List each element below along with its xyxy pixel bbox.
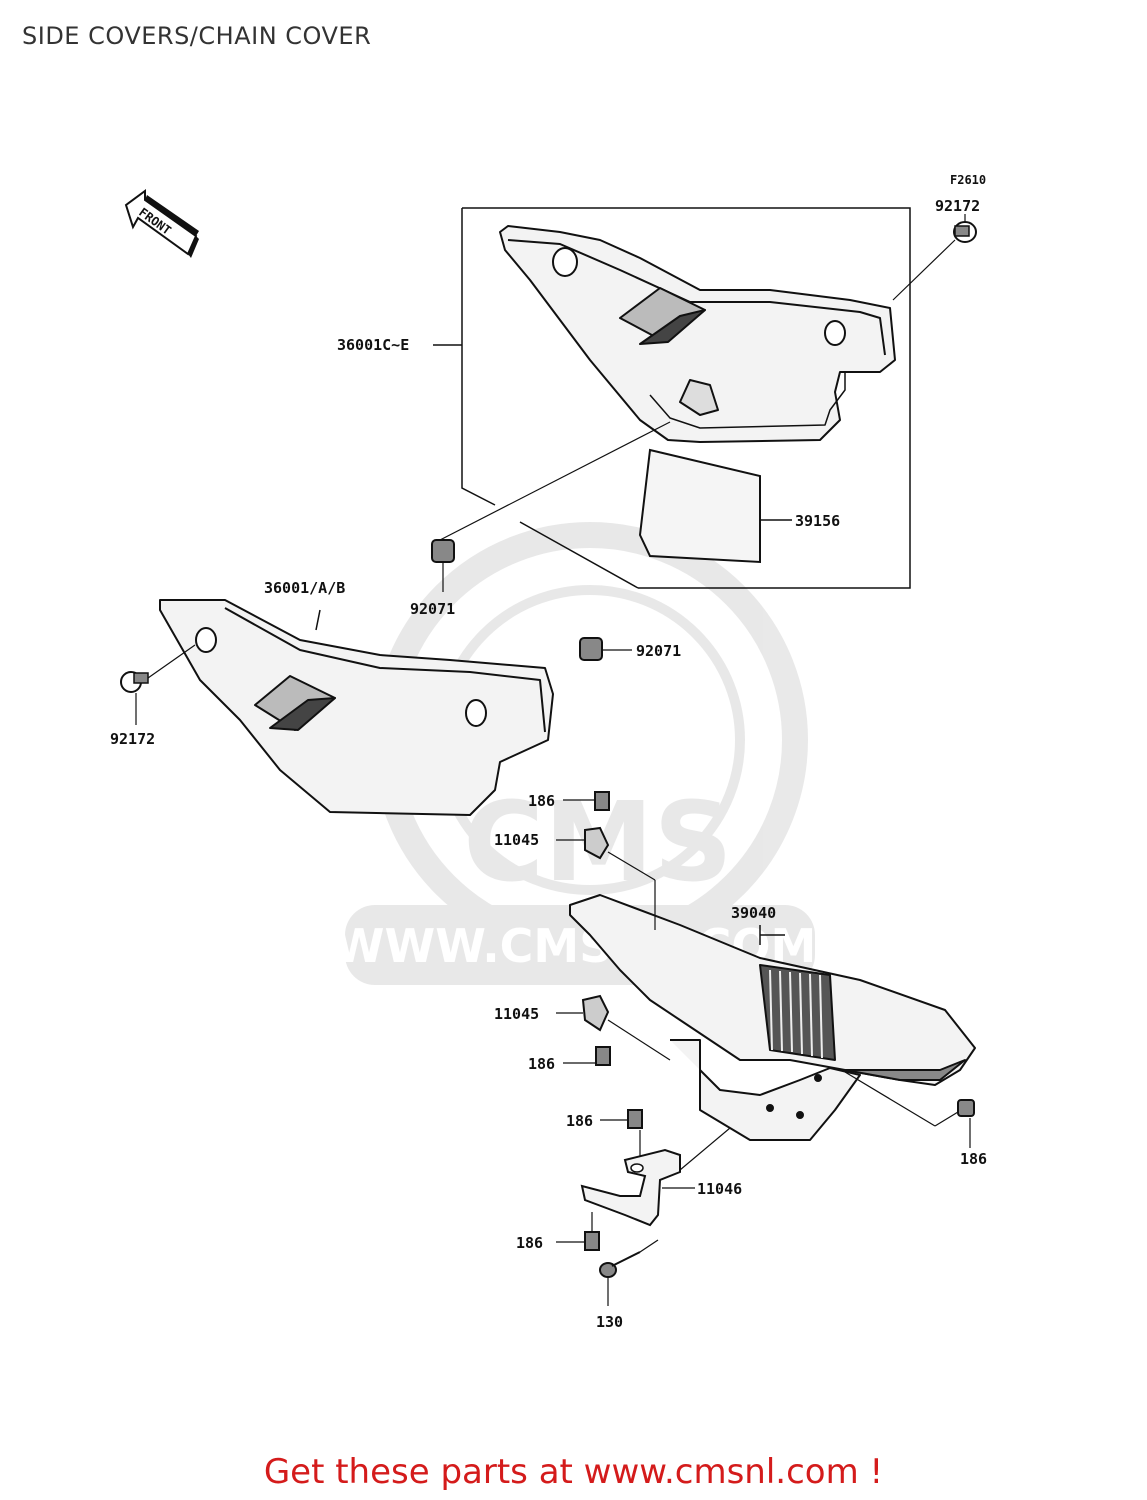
label-186-a: 186 bbox=[528, 792, 555, 810]
emblem-39156 bbox=[638, 448, 792, 564]
bolt-130 bbox=[599, 1239, 659, 1306]
upper-cover-frame bbox=[461, 207, 911, 589]
bolt-186-lower bbox=[556, 1212, 600, 1251]
chain-cover-39040 bbox=[569, 894, 976, 1141]
label-92071-left: 92071 bbox=[410, 600, 455, 618]
label-92172-top: 92172 bbox=[935, 197, 980, 215]
bolt-186-right bbox=[844, 1071, 975, 1148]
label-36001-a-b: 36001/A/B bbox=[264, 579, 345, 597]
label-92172-left: 92172 bbox=[110, 730, 155, 748]
side-cover-lower bbox=[159, 599, 554, 816]
label-39156: 39156 bbox=[795, 512, 840, 530]
label-11045-a: 11045 bbox=[494, 831, 539, 849]
side-cover-upper bbox=[499, 225, 896, 443]
figure-code: F2610 bbox=[950, 173, 986, 187]
label-11046: 11046 bbox=[697, 1180, 742, 1198]
label-186-b: 186 bbox=[528, 1055, 555, 1073]
label-186-d: 186 bbox=[516, 1234, 543, 1252]
label-186-right: 186 bbox=[960, 1150, 987, 1168]
grommet-92071-left bbox=[431, 421, 671, 592]
front-arrow-icon: FRONT bbox=[124, 189, 199, 258]
screw-92172-top bbox=[892, 214, 977, 301]
screw-92172-left bbox=[120, 644, 196, 725]
label-39040: 39040 bbox=[731, 904, 776, 922]
label-11045-b: 11045 bbox=[494, 1005, 539, 1023]
bracket-11046 bbox=[580, 1109, 731, 1227]
label-36001c-e: 36001C~E bbox=[337, 336, 409, 354]
label-186-c: 186 bbox=[566, 1112, 593, 1130]
clamp-11045-upper bbox=[556, 791, 656, 930]
label-130: 130 bbox=[596, 1313, 623, 1331]
clamp-11045-lower bbox=[556, 994, 671, 1066]
label-92071-right: 92071 bbox=[636, 642, 681, 660]
footer-link[interactable]: Get these parts at www.cmsnl.com ! bbox=[263, 1452, 884, 1492]
page-title: SIDE COVERS/CHAIN COVER bbox=[22, 22, 372, 50]
grommet-92071-right bbox=[579, 637, 632, 661]
